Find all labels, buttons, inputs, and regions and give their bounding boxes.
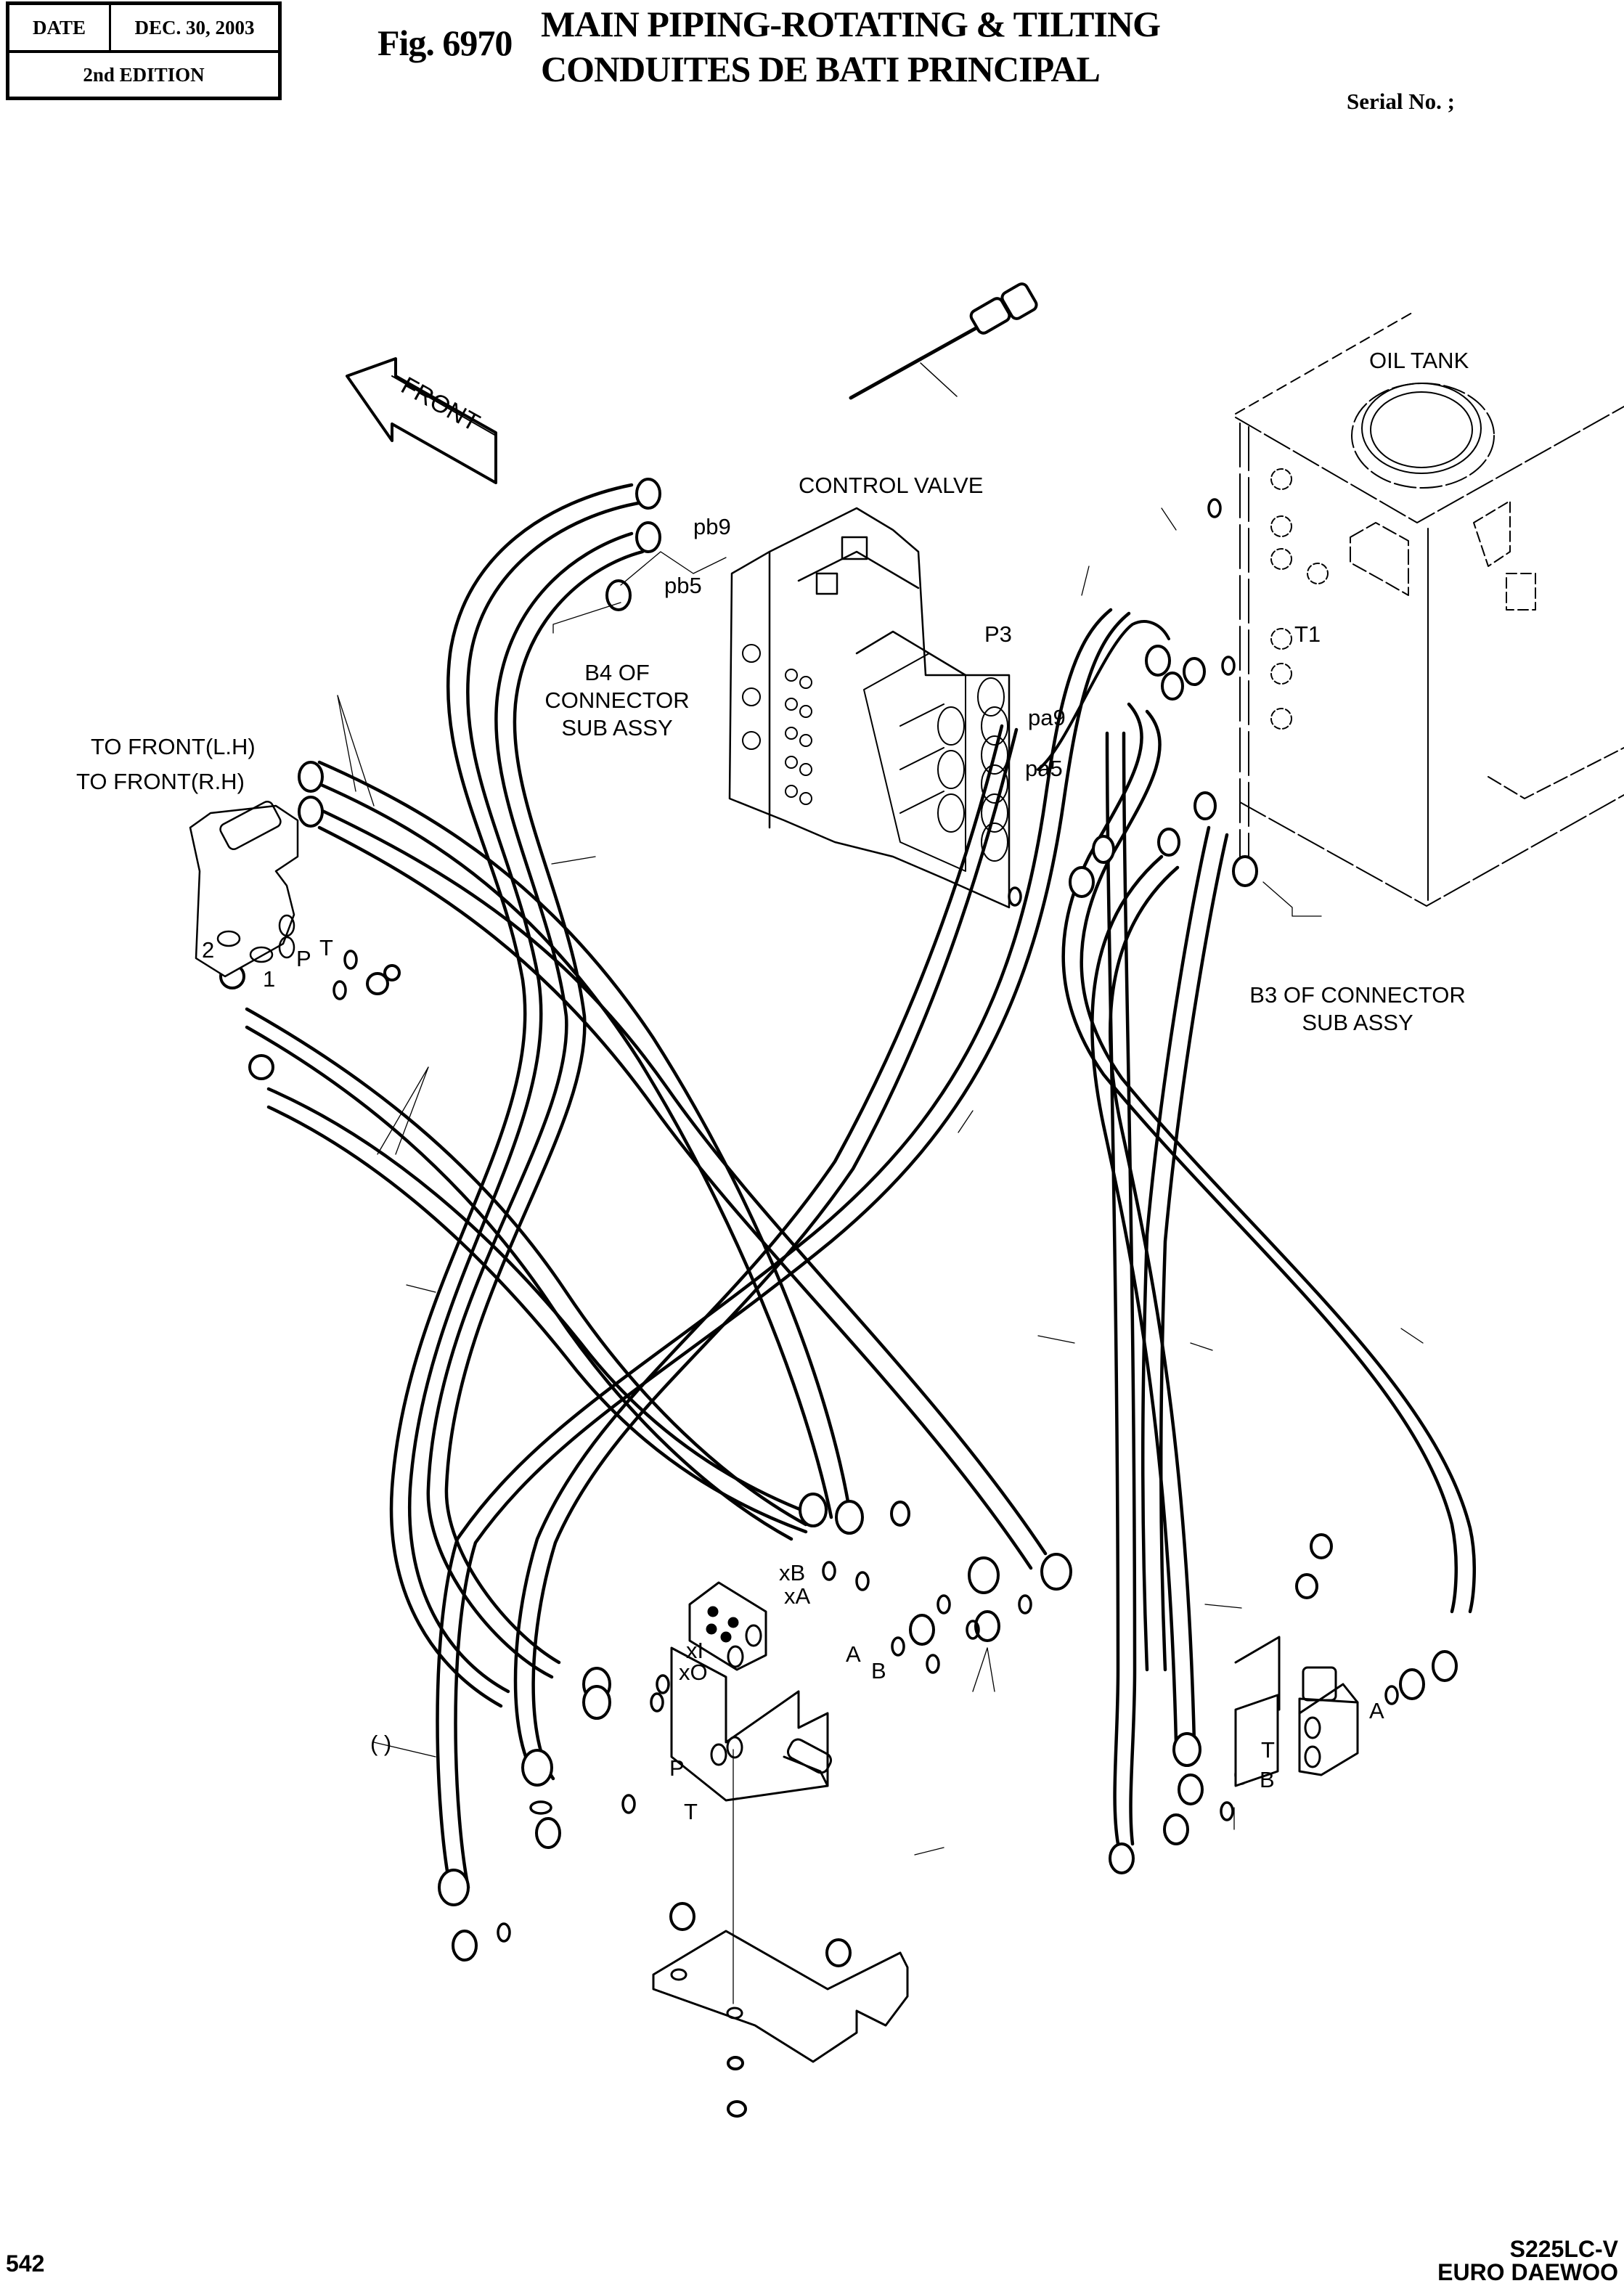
title-french: CONDUITES DE BATI PRINCIPAL: [541, 49, 1101, 89]
control-valve-label: CONTROL VALVE: [799, 473, 984, 498]
fittings: [219, 478, 1458, 2118]
valve-port-xo-label: xO: [679, 1660, 708, 1685]
mounting-bracket: [652, 1930, 909, 2063]
hose-bundle-right: [1037, 620, 1476, 1846]
b4-line-2: CONNECTOR: [544, 687, 690, 713]
hose-bundle-center: [436, 608, 1131, 1890]
leader-lines: [337, 507, 1424, 2004]
swivel-port-1-label: 1: [263, 966, 276, 992]
swivel-port-t-label: T: [319, 935, 333, 960]
serial-number-label: Serial No. ;: [1347, 89, 1455, 114]
port-p3-label: P3: [984, 621, 1012, 647]
front-arrow-icon: [346, 357, 497, 484]
port-pa9-label: pa9: [1028, 705, 1066, 730]
oil-tank-label: OIL TANK: [1369, 348, 1469, 373]
b3-line-2: SUB ASSY: [1302, 1010, 1413, 1035]
valve-port-xa-label: xA: [784, 1583, 811, 1609]
swivel-port-2-label: 2: [202, 937, 215, 963]
swivel-joint-block: [189, 801, 299, 978]
port-pb9-label: pb9: [693, 514, 731, 539]
solenoid-valve: [1234, 1636, 1359, 1787]
valve-port-b-label: B: [871, 1658, 886, 1683]
model-name: S225LC-V: [1509, 2236, 1618, 2262]
solenoid-port-b-label: B: [1260, 1767, 1275, 1792]
date-label: DATE: [9, 5, 111, 50]
page-number: 542: [6, 2250, 45, 2277]
revision-box: DATE DEC. 30, 2003 2nd EDITION: [6, 1, 282, 100]
valve-port-a-label: A: [846, 1641, 861, 1667]
oil-tank-outline: [1235, 310, 1624, 907]
valve-port-p-label: P: [669, 1755, 685, 1781]
title-english: MAIN PIPING-ROTATING & TILTING: [541, 4, 1161, 44]
b4-line-1: B4 OF: [584, 660, 650, 685]
blank-callout: ( ): [370, 1731, 392, 1756]
model-info: S225LC-V EURO DAEWOO: [1437, 2237, 1618, 2284]
port-t1-label: T1: [1294, 621, 1321, 647]
b3-line-1: B3 OF CONNECTOR: [1249, 982, 1466, 1008]
b3-connector-reference: B3 OF CONNECTOR SUB ASSY: [1234, 981, 1481, 1037]
date-value: DEC. 30, 2003: [134, 16, 255, 38]
b4-line-3: SUB ASSY: [561, 715, 673, 740]
port-pa5-label: pa5: [1025, 756, 1063, 781]
revision-date-row: DATE DEC. 30, 2003: [9, 5, 278, 53]
control-valve-body: [728, 507, 1011, 909]
valve-port-xb-label: xB: [779, 1560, 806, 1585]
valve-port-t-label: T: [684, 1799, 698, 1824]
solenoid-port-a-label: A: [1369, 1698, 1384, 1723]
page-title: MAIN PIPING-ROTATING & TILTING CONDUITES…: [541, 1, 1161, 91]
rotating-tilting-valve-block: [670, 1581, 833, 1802]
valve-port-xi-label: xI: [686, 1638, 704, 1663]
to-front-rh-label: TO FRONT(R.H): [76, 769, 245, 794]
port-pb5-label: pb5: [664, 573, 702, 598]
swivel-port-p-label: P: [296, 946, 311, 971]
brand-name: EURO DAEWOO: [1437, 2259, 1618, 2285]
to-front-lh-label: TO FRONT(L.H): [91, 734, 256, 759]
sensor-probe-icon: [849, 282, 1038, 400]
o-rings: [332, 498, 1399, 1943]
figure-number: Fig. 6970: [378, 23, 513, 63]
solenoid-port-t-label: T: [1261, 1737, 1275, 1763]
edition-label: 2nd EDITION: [83, 63, 205, 86]
hose-bundle-left: [245, 483, 1048, 1708]
b4-connector-reference: B4 OF CONNECTOR SUB ASSY: [537, 659, 697, 742]
